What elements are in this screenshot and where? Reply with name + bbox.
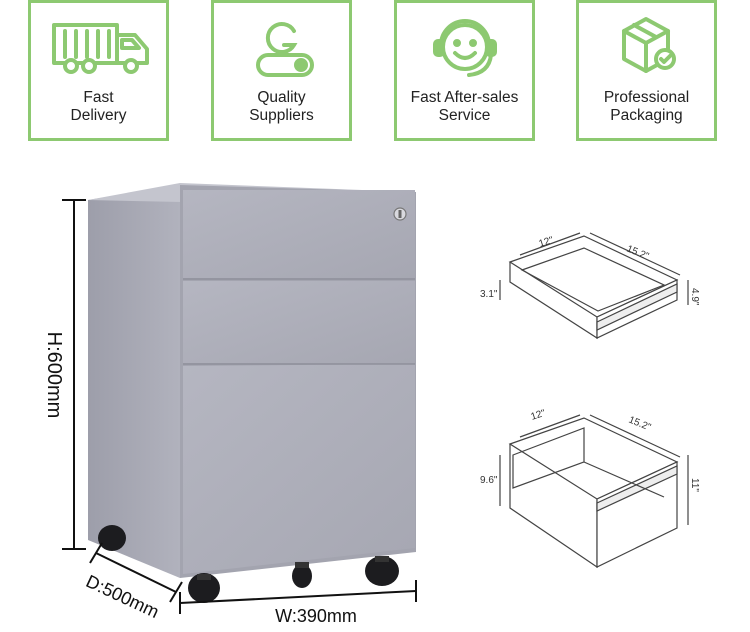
small-drawer-depth: 12" (538, 235, 556, 250)
small-drawer-front-height: 4.9" (689, 288, 700, 306)
caster-wheels (98, 525, 399, 603)
feature-card-after-sales: Fast After-sales Service (394, 0, 535, 141)
small-drawer-diagram (499, 232, 689, 340)
large-drawer-width: 15.2" (627, 415, 653, 434)
drawer-top-front (183, 190, 415, 278)
mobile-pedestal-cabinet (88, 183, 416, 603)
cabinet-side-panel (88, 185, 180, 578)
large-drawer-inner-height: 9.6" (480, 475, 498, 486)
feature-label-line2: Suppliers (249, 107, 314, 124)
quality-supplier-icon (214, 13, 349, 81)
large-drawer-depth: 12" (530, 408, 548, 423)
height-dimension-line (62, 199, 86, 550)
large-drawer-front-height: 11" (689, 478, 700, 492)
small-drawer-width: 15.2" (625, 244, 651, 263)
package-box-check-icon (579, 13, 714, 81)
height-label: H:600mm (43, 332, 65, 419)
small-drawer-inner-height: 3.1" (480, 289, 498, 300)
product-illustration: H:600mm D:500mm W:390mm 12" 15.2" 3.1" 4… (43, 183, 700, 626)
feature-label-line2: Packaging (610, 107, 683, 124)
width-label: W:390mm (275, 606, 357, 626)
feature-card-packaging: Professional Packaging (576, 0, 717, 141)
feature-label-line1: Professional (603, 89, 690, 106)
feature-label-line1: Fast (83, 89, 114, 106)
feature-label-line2: Service (438, 107, 491, 124)
feature-card-fast-delivery: Fast Delivery (28, 0, 169, 141)
drawer-middle-front (183, 281, 415, 363)
width-dimension-line (179, 580, 417, 614)
drawer-file-front (183, 364, 415, 574)
feature-label-line1: Quality (257, 89, 306, 106)
large-drawer-diagram (499, 414, 689, 569)
feature-label-line2: Delivery (70, 107, 127, 124)
delivery-truck-icon (31, 13, 166, 81)
depth-dimension-line (89, 542, 183, 603)
feature-label-line1: Fast After-sales (410, 89, 519, 106)
feature-card-quality-suppliers: Quality Suppliers (211, 0, 352, 141)
support-smiley-headset-icon (397, 13, 532, 81)
